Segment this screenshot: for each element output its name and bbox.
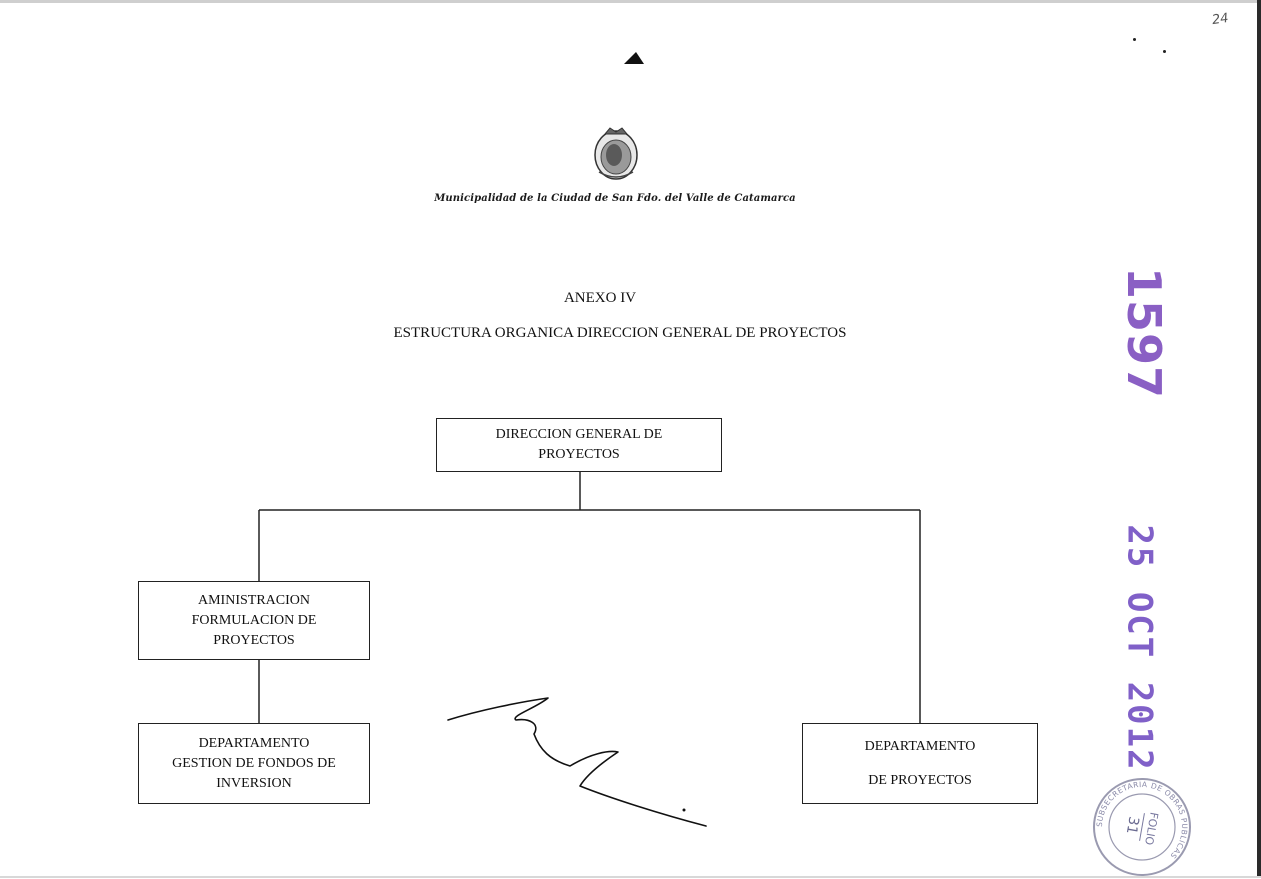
- structure-title: ESTRUCTURA ORGANICA DIRECCION GENERAL DE…: [393, 325, 847, 341]
- org-box-line: INVERSION: [216, 775, 292, 791]
- handwritten-signature-icon: [447, 697, 707, 827]
- org-box-direccion-general: DIRECCION GENERAL DE PROYECTOS: [436, 418, 722, 472]
- ink-speck: [1163, 50, 1166, 53]
- org-box-line: DEPARTAMENTO: [864, 738, 976, 754]
- folio-seal-stamp: SUBSECRETARIA DE OBRAS PUBLICAS FOLIO 31: [1093, 778, 1191, 876]
- org-box-line: GESTION DE FONDOS DE: [172, 755, 336, 771]
- org-box-line: FORMULACION DE: [191, 612, 317, 628]
- folio-number: 31: [1123, 815, 1142, 835]
- ink-speck: [1133, 38, 1136, 41]
- annex-title: ANEXO IV: [563, 290, 637, 306]
- date-stamp: 25 OCT 2012: [1040, 524, 1240, 771]
- org-box-line: AMINISTRACION: [198, 592, 310, 608]
- org-box-departamento-fondos: DEPARTAMENTO GESTION DE FONDOS DE INVERS…: [138, 723, 370, 804]
- scan-bottom-edge: [0, 876, 1261, 878]
- folio-label: FOLIO: [1142, 811, 1161, 846]
- org-box-line: PROYECTOS: [213, 632, 295, 648]
- punch-mark-icon: [624, 52, 644, 64]
- org-box-line: PROYECTOS: [538, 447, 620, 462]
- municipality-name: Municipalidad de la Ciudad de San Fdo. d…: [434, 193, 796, 204]
- municipal-crest-icon: [594, 127, 638, 180]
- scan-top-edge: [0, 0, 1261, 3]
- org-box-line: DEPARTAMENTO: [198, 735, 310, 751]
- org-box-line: DIRECCION GENERAL DE: [495, 427, 663, 442]
- org-box-line: DE PROYECTOS: [868, 772, 972, 788]
- stamp-date-text: 25 OCT 2012: [1120, 524, 1161, 772]
- scan-right-edge: [1257, 0, 1261, 878]
- registry-number-stamp: 1597: [1094, 266, 1194, 400]
- org-box-administracion: AMINISTRACION FORMULACION DE PROYECTOS: [138, 581, 370, 660]
- org-box-departamento-proyectos: DEPARTAMENTO DE PROYECTOS: [802, 723, 1038, 804]
- registry-number: 1597: [1117, 266, 1171, 400]
